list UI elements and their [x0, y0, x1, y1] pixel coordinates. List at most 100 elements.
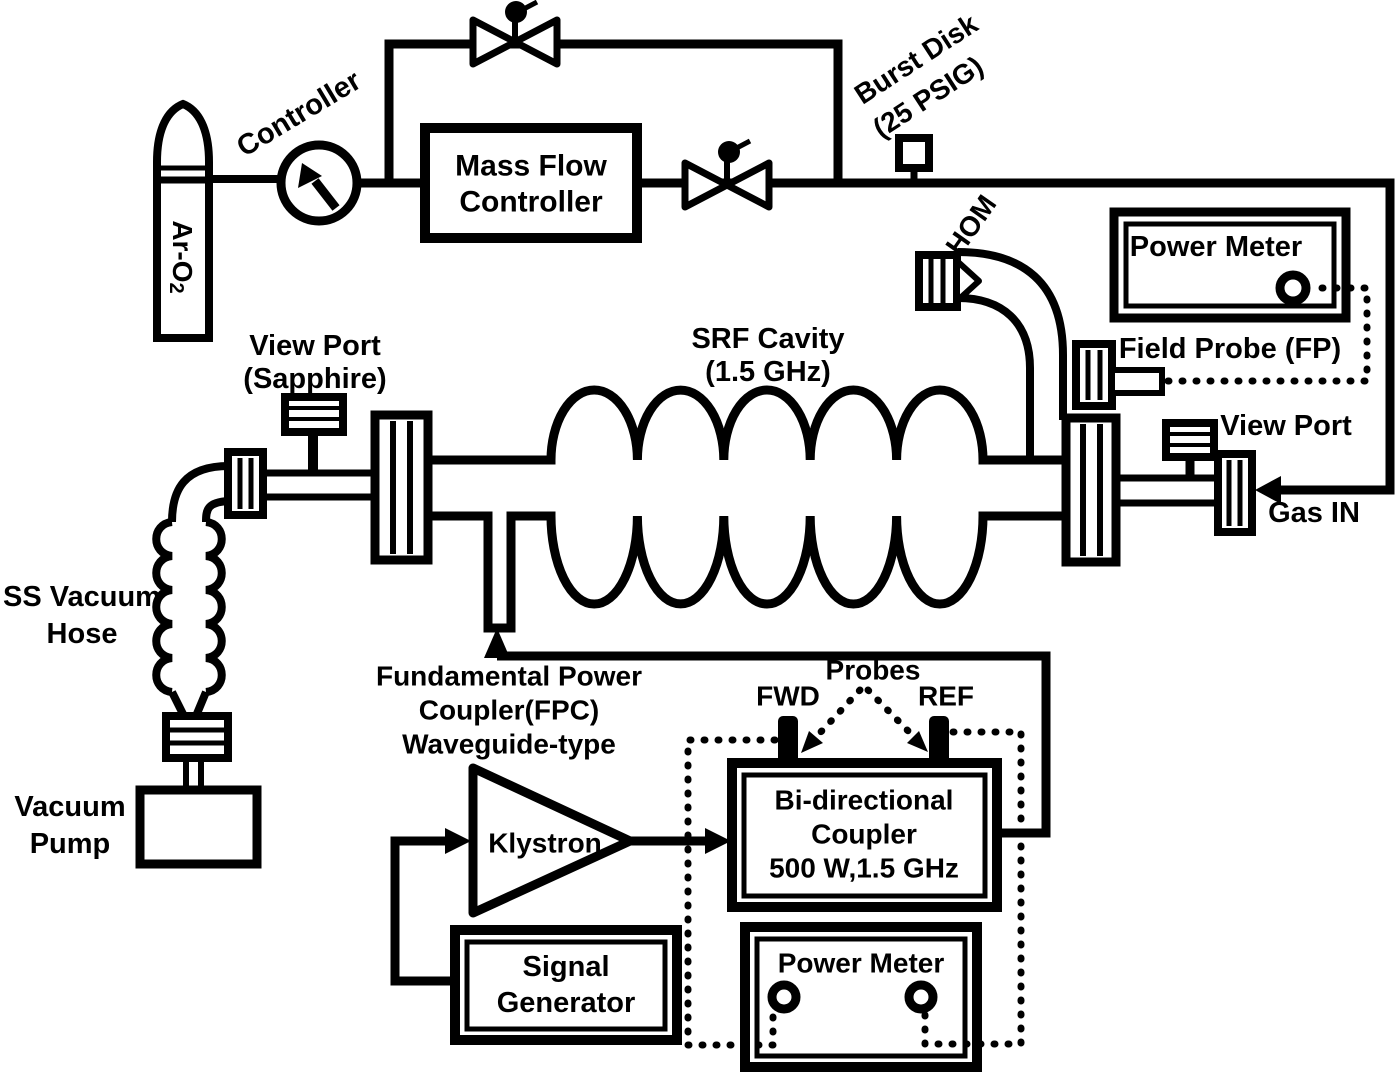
cavity-top-profile — [428, 385, 1066, 465]
valve-handle — [516, 0, 539, 15]
cavity-title-line1: SRF Cavity — [691, 323, 844, 355]
cavity-title-line2: (1.5 GHz) — [705, 356, 831, 388]
left-viewport-window — [281, 393, 347, 436]
left-main-flange-bars — [390, 421, 413, 554]
bellows-right-wall — [205, 518, 226, 696]
signal-generator-label-line1: Signal — [522, 951, 609, 983]
ref-probe — [929, 716, 949, 764]
power-meter-fwd-connector-icon — [767, 980, 801, 1014]
right-viewport-window — [1162, 419, 1218, 461]
left-small-flange — [224, 448, 267, 519]
bypass-line — [384, 39, 843, 183]
hose-flange — [162, 712, 232, 762]
valve-body-left — [469, 16, 519, 68]
gas-cylinder — [153, 99, 213, 342]
pump-label-line1: Vacuum — [14, 791, 125, 823]
pump-label-line2: Pump — [30, 828, 111, 860]
coupler-label-line1: Bi-directional — [775, 785, 954, 816]
left-main-flange — [370, 410, 433, 565]
cavity-bottom-profile — [428, 511, 1066, 633]
outlet-valve — [681, 138, 773, 211]
fpc-arrowhead-icon — [484, 628, 510, 658]
hom-flange-bars — [928, 259, 946, 303]
ref-probe-cable — [921, 728, 1025, 1048]
valve-handle — [729, 138, 752, 154]
right-beamline — [1061, 413, 1256, 567]
power-meter-bottom-label: Power Meter — [778, 948, 945, 979]
gas-in-label: Gas IN — [1268, 497, 1360, 529]
bypass-valve — [469, 0, 561, 68]
dotted-cables — [684, 284, 1371, 1049]
power-meter-top-box — [1109, 207, 1351, 323]
klystron-label: Klystron — [488, 828, 602, 859]
viewport-left-label-line1: View Port — [249, 330, 381, 362]
coupler-outer — [727, 758, 1002, 912]
field-probe-flange-bars — [1085, 350, 1103, 400]
hom-pipe-outer-wall — [957, 248, 1067, 420]
fwd-probe-cable — [684, 736, 779, 1049]
power-meter-top-label: Power Meter — [1130, 231, 1302, 263]
mass-flow-controller-box — [420, 123, 642, 243]
cylinder-body — [153, 99, 213, 342]
probes-pointer-left-arrowhead-icon — [801, 731, 823, 753]
viewport-left-label-line2: (Sapphire) — [243, 363, 386, 395]
gas-in-flange-bars — [1226, 460, 1243, 526]
left-small-flange-bars — [237, 458, 254, 509]
valve-actuator-icon — [718, 141, 740, 163]
burst-disk — [895, 134, 933, 180]
coupler-inner — [741, 772, 988, 899]
probes-pointer-left — [814, 686, 864, 739]
signal-generator-box — [450, 925, 682, 1045]
valve-body-left — [681, 159, 731, 211]
power-meter-bottom-inner — [754, 936, 968, 1059]
valve-actuator-icon — [505, 1, 527, 23]
right-viewport-slots — [1170, 432, 1210, 447]
left-beamline — [224, 393, 433, 565]
power-meter-top-outer — [1109, 207, 1351, 323]
probes-pointer-right-arrowhead-icon — [907, 731, 928, 752]
valve-body-right — [511, 16, 561, 68]
klystron-triangle — [468, 763, 635, 918]
hom-pipe-inner-wall — [957, 294, 1034, 460]
elbow-outer-wall — [168, 462, 230, 523]
fpc-label-line3: Waveguide-type — [402, 729, 616, 760]
mfc-label-line1: Mass Flow — [455, 150, 607, 183]
controller-needle — [311, 178, 340, 211]
fpc-label-line2: Coupler(FPC) — [419, 695, 599, 726]
right-main-flange — [1061, 413, 1121, 567]
hom-coupler — [915, 248, 1067, 460]
klystron-input-arrowhead-icon — [445, 828, 471, 854]
hom-label: HOM — [940, 189, 1003, 260]
fpc-label-line1: Fundamental Power — [376, 661, 642, 692]
signal-generator-outer — [450, 925, 682, 1045]
pump-stem — [183, 758, 204, 790]
signal-generator-label-line2: Generator — [497, 987, 636, 1019]
vacuum-branch — [135, 462, 262, 869]
gas-in-arrowhead-icon — [1255, 476, 1281, 504]
mfc-label-line2: Controller — [459, 186, 603, 219]
left-pipe — [263, 469, 375, 501]
field-probe — [1072, 340, 1165, 410]
srf-cavity — [428, 385, 1066, 633]
coupler-label-line2: Coupler — [811, 819, 917, 850]
fwd-label: FWD — [756, 681, 820, 712]
hose-label-line2: Hose — [47, 618, 118, 650]
controller-gauge — [276, 140, 362, 226]
signal-generator-inner — [464, 939, 668, 1032]
right-main-flange-bars — [1080, 424, 1103, 556]
hose-flange-slots — [170, 727, 224, 746]
ref-label: REF — [918, 681, 974, 712]
coupler-input-arrowhead-icon — [705, 828, 731, 854]
power-meter-ref-connector-icon — [904, 980, 938, 1014]
hom-flange — [915, 251, 961, 311]
coupler-label-line3: 500 W,1.5 GHz — [769, 853, 959, 884]
probes-pointer-right — [864, 686, 919, 742]
fwd-probe — [778, 716, 798, 764]
valve-body-right — [723, 159, 773, 211]
power-meter-top-inner — [1123, 221, 1337, 309]
klystron-amplifier — [468, 763, 635, 918]
main-gas-line — [357, 178, 1395, 495]
field-probe-flange — [1072, 340, 1116, 410]
power-meter-top-connector-icon — [1275, 270, 1311, 306]
